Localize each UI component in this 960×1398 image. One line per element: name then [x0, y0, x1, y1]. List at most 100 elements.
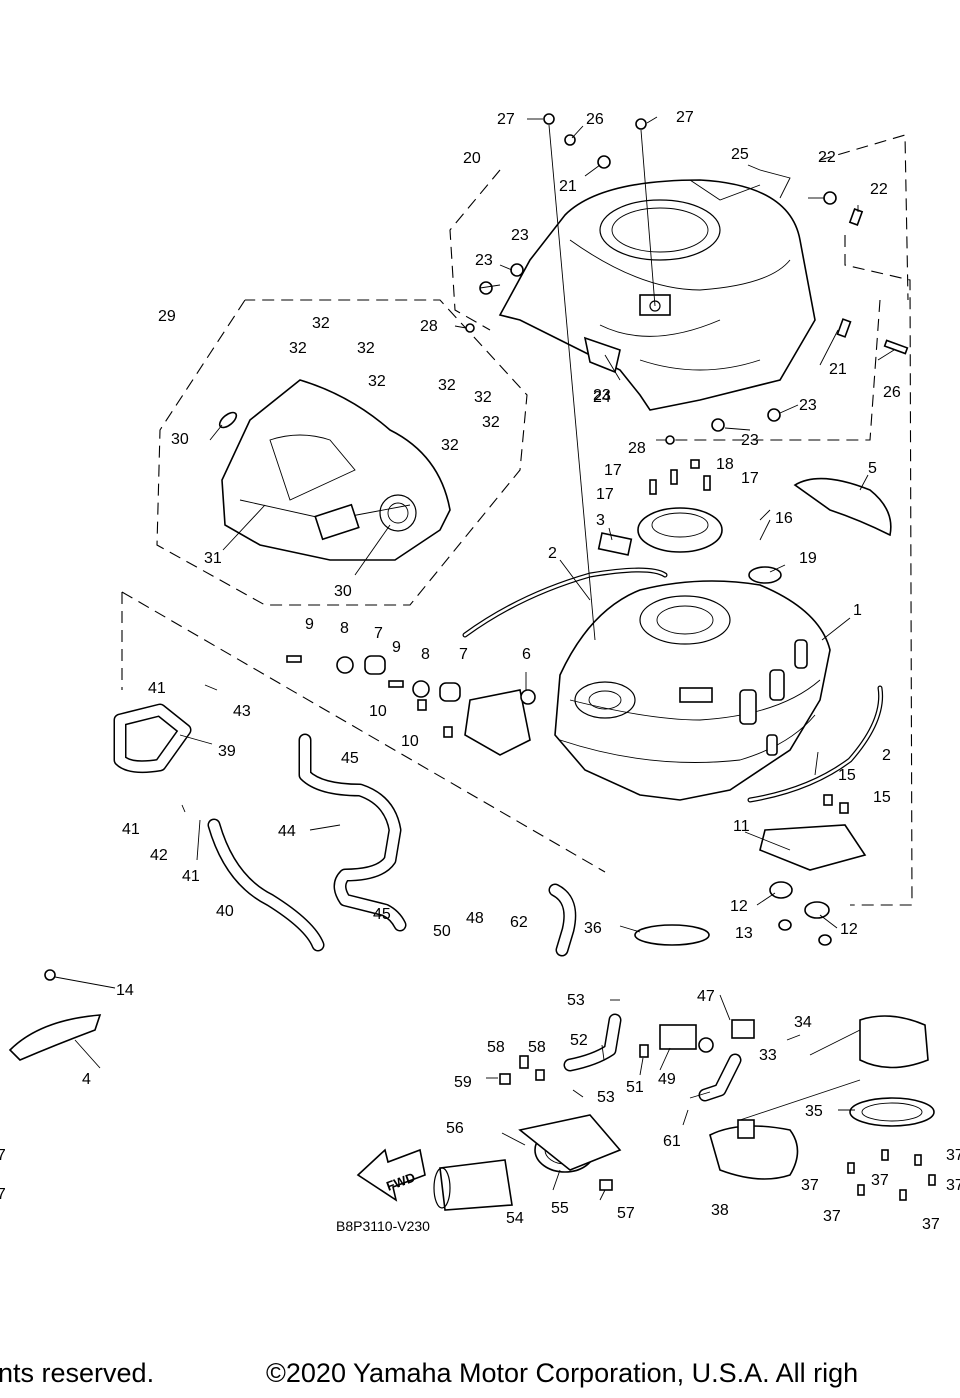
callout: 42	[150, 847, 168, 864]
callout: 17	[604, 462, 622, 479]
callout: 32	[357, 340, 375, 357]
callout: 37	[871, 1172, 889, 1189]
callout: 32	[482, 414, 500, 431]
group-outlines	[121, 134, 913, 906]
callout: 8	[340, 620, 349, 637]
callout: 32	[368, 373, 386, 390]
callout: 40	[216, 903, 234, 920]
callout: 5	[868, 460, 877, 477]
callout: 23	[799, 397, 817, 414]
fwd-arrow: FWD	[356, 1148, 426, 1202]
callout: 7	[374, 625, 383, 642]
footer-copyright-text: ©2020 Yamaha Motor Corporation, U.S.A. A…	[266, 1358, 859, 1388]
callout: 41	[182, 868, 200, 885]
tank-cover	[498, 169, 816, 411]
callout: 62	[510, 914, 528, 931]
callout: 9	[305, 616, 314, 633]
callout: 43	[233, 703, 251, 720]
callout: 11	[733, 818, 750, 835]
callout: 56	[446, 1120, 464, 1137]
callout: 38	[711, 1202, 729, 1219]
callout: 20	[463, 150, 481, 167]
fuel-tank	[554, 580, 831, 801]
callout: 31	[204, 550, 222, 567]
callout: 15	[873, 789, 891, 806]
callout: 12	[730, 898, 748, 915]
callout: 10	[401, 733, 419, 750]
callout: 36	[584, 920, 602, 937]
callout: 21	[829, 361, 847, 378]
callout: 45	[341, 750, 359, 767]
callout: 55	[551, 1200, 569, 1217]
hoses	[113, 703, 742, 1102]
leader-lines	[54, 116, 895, 1201]
callout: 37	[0, 1186, 6, 1203]
callout: 26	[883, 384, 901, 401]
callout: 4	[82, 1071, 91, 1088]
callout: 3	[596, 512, 605, 529]
callout: 49	[658, 1071, 676, 1088]
copyright-footer: nts reserved. ©2020 Yamaha Motor Corpora…	[0, 1352, 960, 1398]
tank-bands	[462, 567, 884, 803]
callout: 48	[466, 910, 484, 927]
callout: 24	[593, 389, 611, 406]
callout: 21	[559, 178, 577, 195]
callout: 53	[567, 992, 585, 1009]
callout: 17	[741, 470, 759, 487]
callout: 10	[369, 703, 387, 720]
callout: 9	[392, 639, 401, 656]
callout: 44	[278, 823, 296, 840]
callout: 27	[497, 111, 515, 128]
callout: 15	[838, 767, 856, 784]
callout: 32	[441, 437, 459, 454]
callout: 30	[171, 431, 189, 448]
callout: 37	[946, 1147, 960, 1164]
callout: 23	[511, 227, 529, 244]
callout: 37	[946, 1177, 960, 1194]
callout: 6	[522, 646, 531, 663]
callout: 22	[870, 181, 888, 198]
side-cover	[218, 379, 451, 561]
callout: 19	[799, 550, 817, 567]
callout: 25	[731, 146, 749, 163]
callout: 35	[805, 1103, 823, 1120]
callout: 37	[801, 1177, 819, 1194]
callout: 2	[882, 747, 891, 764]
callout: 30	[334, 583, 352, 600]
callout: 45	[373, 906, 391, 923]
callout: 50	[433, 923, 451, 940]
footer-rights-text: nts reserved.	[0, 1358, 155, 1388]
callout: 8	[421, 646, 430, 663]
callout: 22	[818, 149, 836, 166]
callout: 61	[663, 1133, 681, 1150]
callout: 28	[628, 440, 646, 457]
callout: 52	[570, 1032, 588, 1049]
callout-labels: 1 2 2 3 4 5 6 7 7 8 8 9 9 10 10 11 12 12…	[0, 109, 960, 1233]
callout: 37	[0, 1147, 6, 1164]
small-parts	[8, 477, 935, 1211]
callout: 28	[420, 318, 438, 335]
callout: 2	[548, 545, 557, 562]
callout: 27	[676, 109, 694, 126]
callout: 7	[459, 646, 468, 663]
callout: 13	[735, 925, 753, 942]
callout: 58	[487, 1039, 505, 1056]
diagram-code: B8P3110-V230	[336, 1218, 430, 1234]
callout: 57	[617, 1205, 635, 1222]
callout: 37	[922, 1216, 940, 1233]
callout: 17	[596, 486, 614, 503]
callout: 18	[716, 456, 734, 473]
callout: 34	[794, 1014, 812, 1031]
callout: 14	[116, 982, 134, 999]
callout: 54	[506, 1210, 524, 1227]
callout: 23	[741, 432, 759, 449]
callout: 58	[528, 1039, 546, 1056]
callout: 23	[475, 252, 493, 269]
callout: 53	[597, 1089, 615, 1106]
callout: 29	[158, 308, 176, 325]
callout: 23	[593, 387, 611, 404]
callout: 33	[759, 1047, 777, 1064]
callout: 1	[853, 602, 862, 619]
callout: 41	[148, 680, 166, 697]
